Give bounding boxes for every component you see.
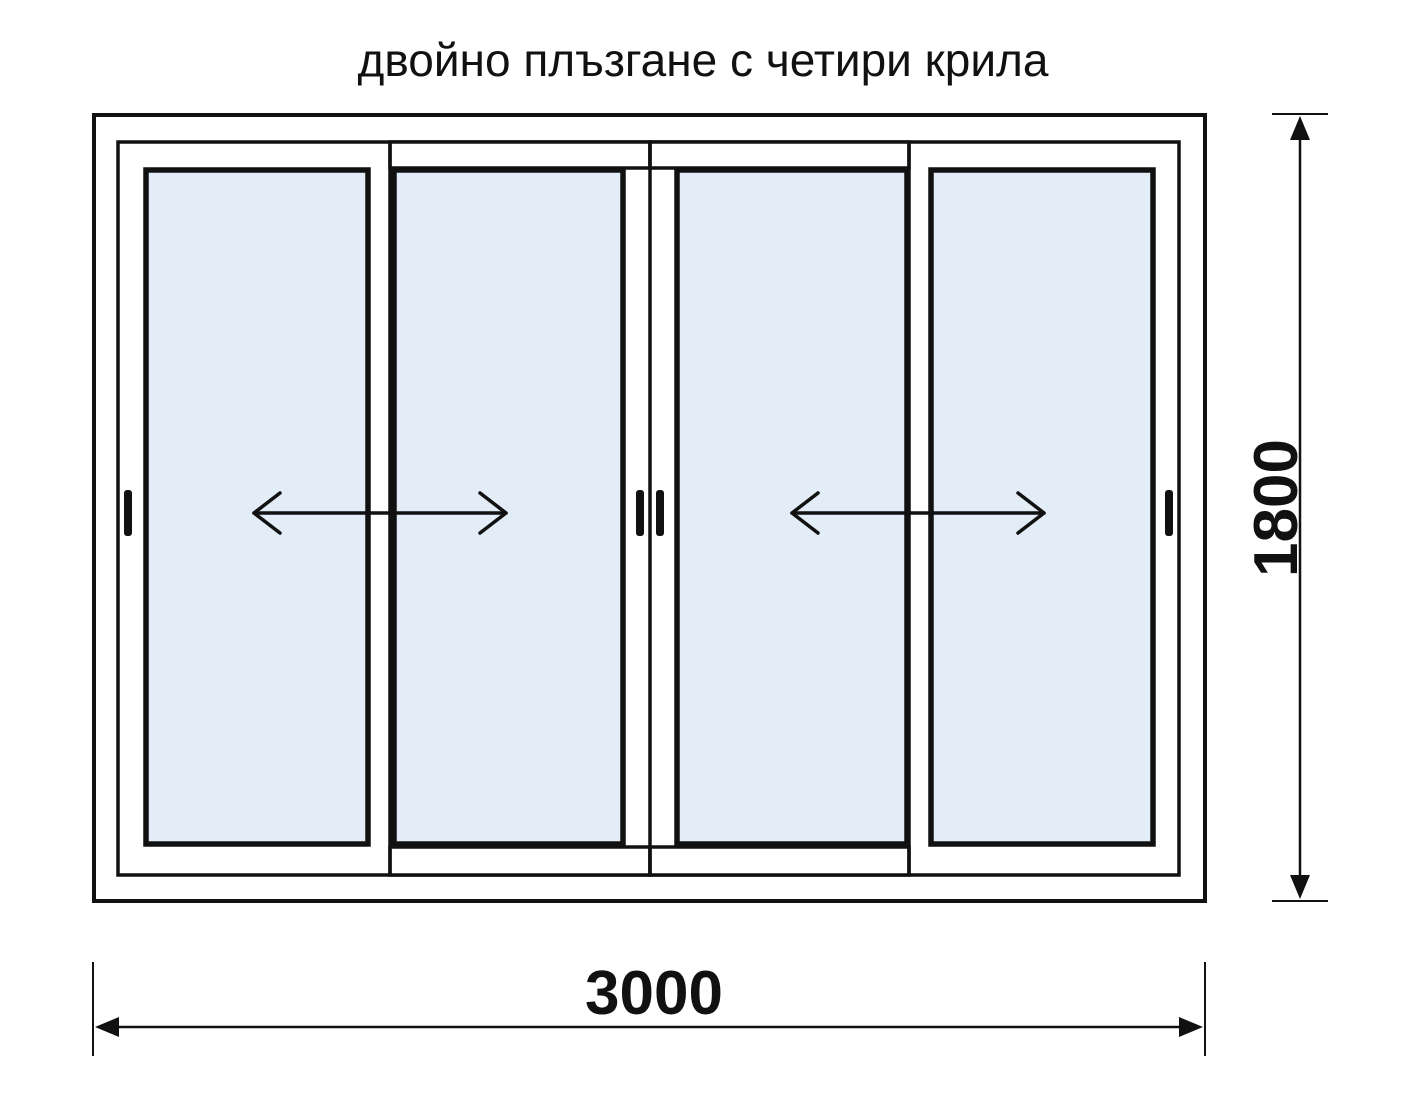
height-arrow-top-icon — [1290, 116, 1310, 140]
width-arrow-right-icon — [1179, 1017, 1203, 1037]
height-label: 1800 — [1242, 439, 1311, 577]
glass-pane-1 — [143, 167, 371, 847]
width-dimension — [92, 962, 1206, 1056]
glass-pane-4 — [928, 167, 1156, 847]
glass-pane-2 — [391, 167, 626, 847]
sash-2-bottom-rail — [388, 845, 652, 877]
slide-arrow-right-icon — [790, 491, 1046, 535]
height-arrow-bottom-icon — [1290, 875, 1310, 899]
handle-center-left-icon — [636, 490, 644, 536]
width-arrow-left-icon — [95, 1017, 119, 1037]
handle-right-icon — [1165, 490, 1173, 536]
handle-center-right-icon — [656, 490, 664, 536]
slide-arrow-left-icon — [252, 491, 508, 535]
diagram-title: двойно плъзгане с четири крила — [358, 34, 1049, 86]
handle-left-icon — [124, 490, 132, 536]
sash-3-bottom-rail — [648, 845, 911, 877]
sash-2-top-rail — [388, 140, 652, 170]
sash-3-top-rail — [648, 140, 911, 170]
glass-pane-3 — [674, 167, 910, 847]
width-label: 3000 — [585, 959, 723, 1028]
height-dimension — [1272, 113, 1328, 902]
